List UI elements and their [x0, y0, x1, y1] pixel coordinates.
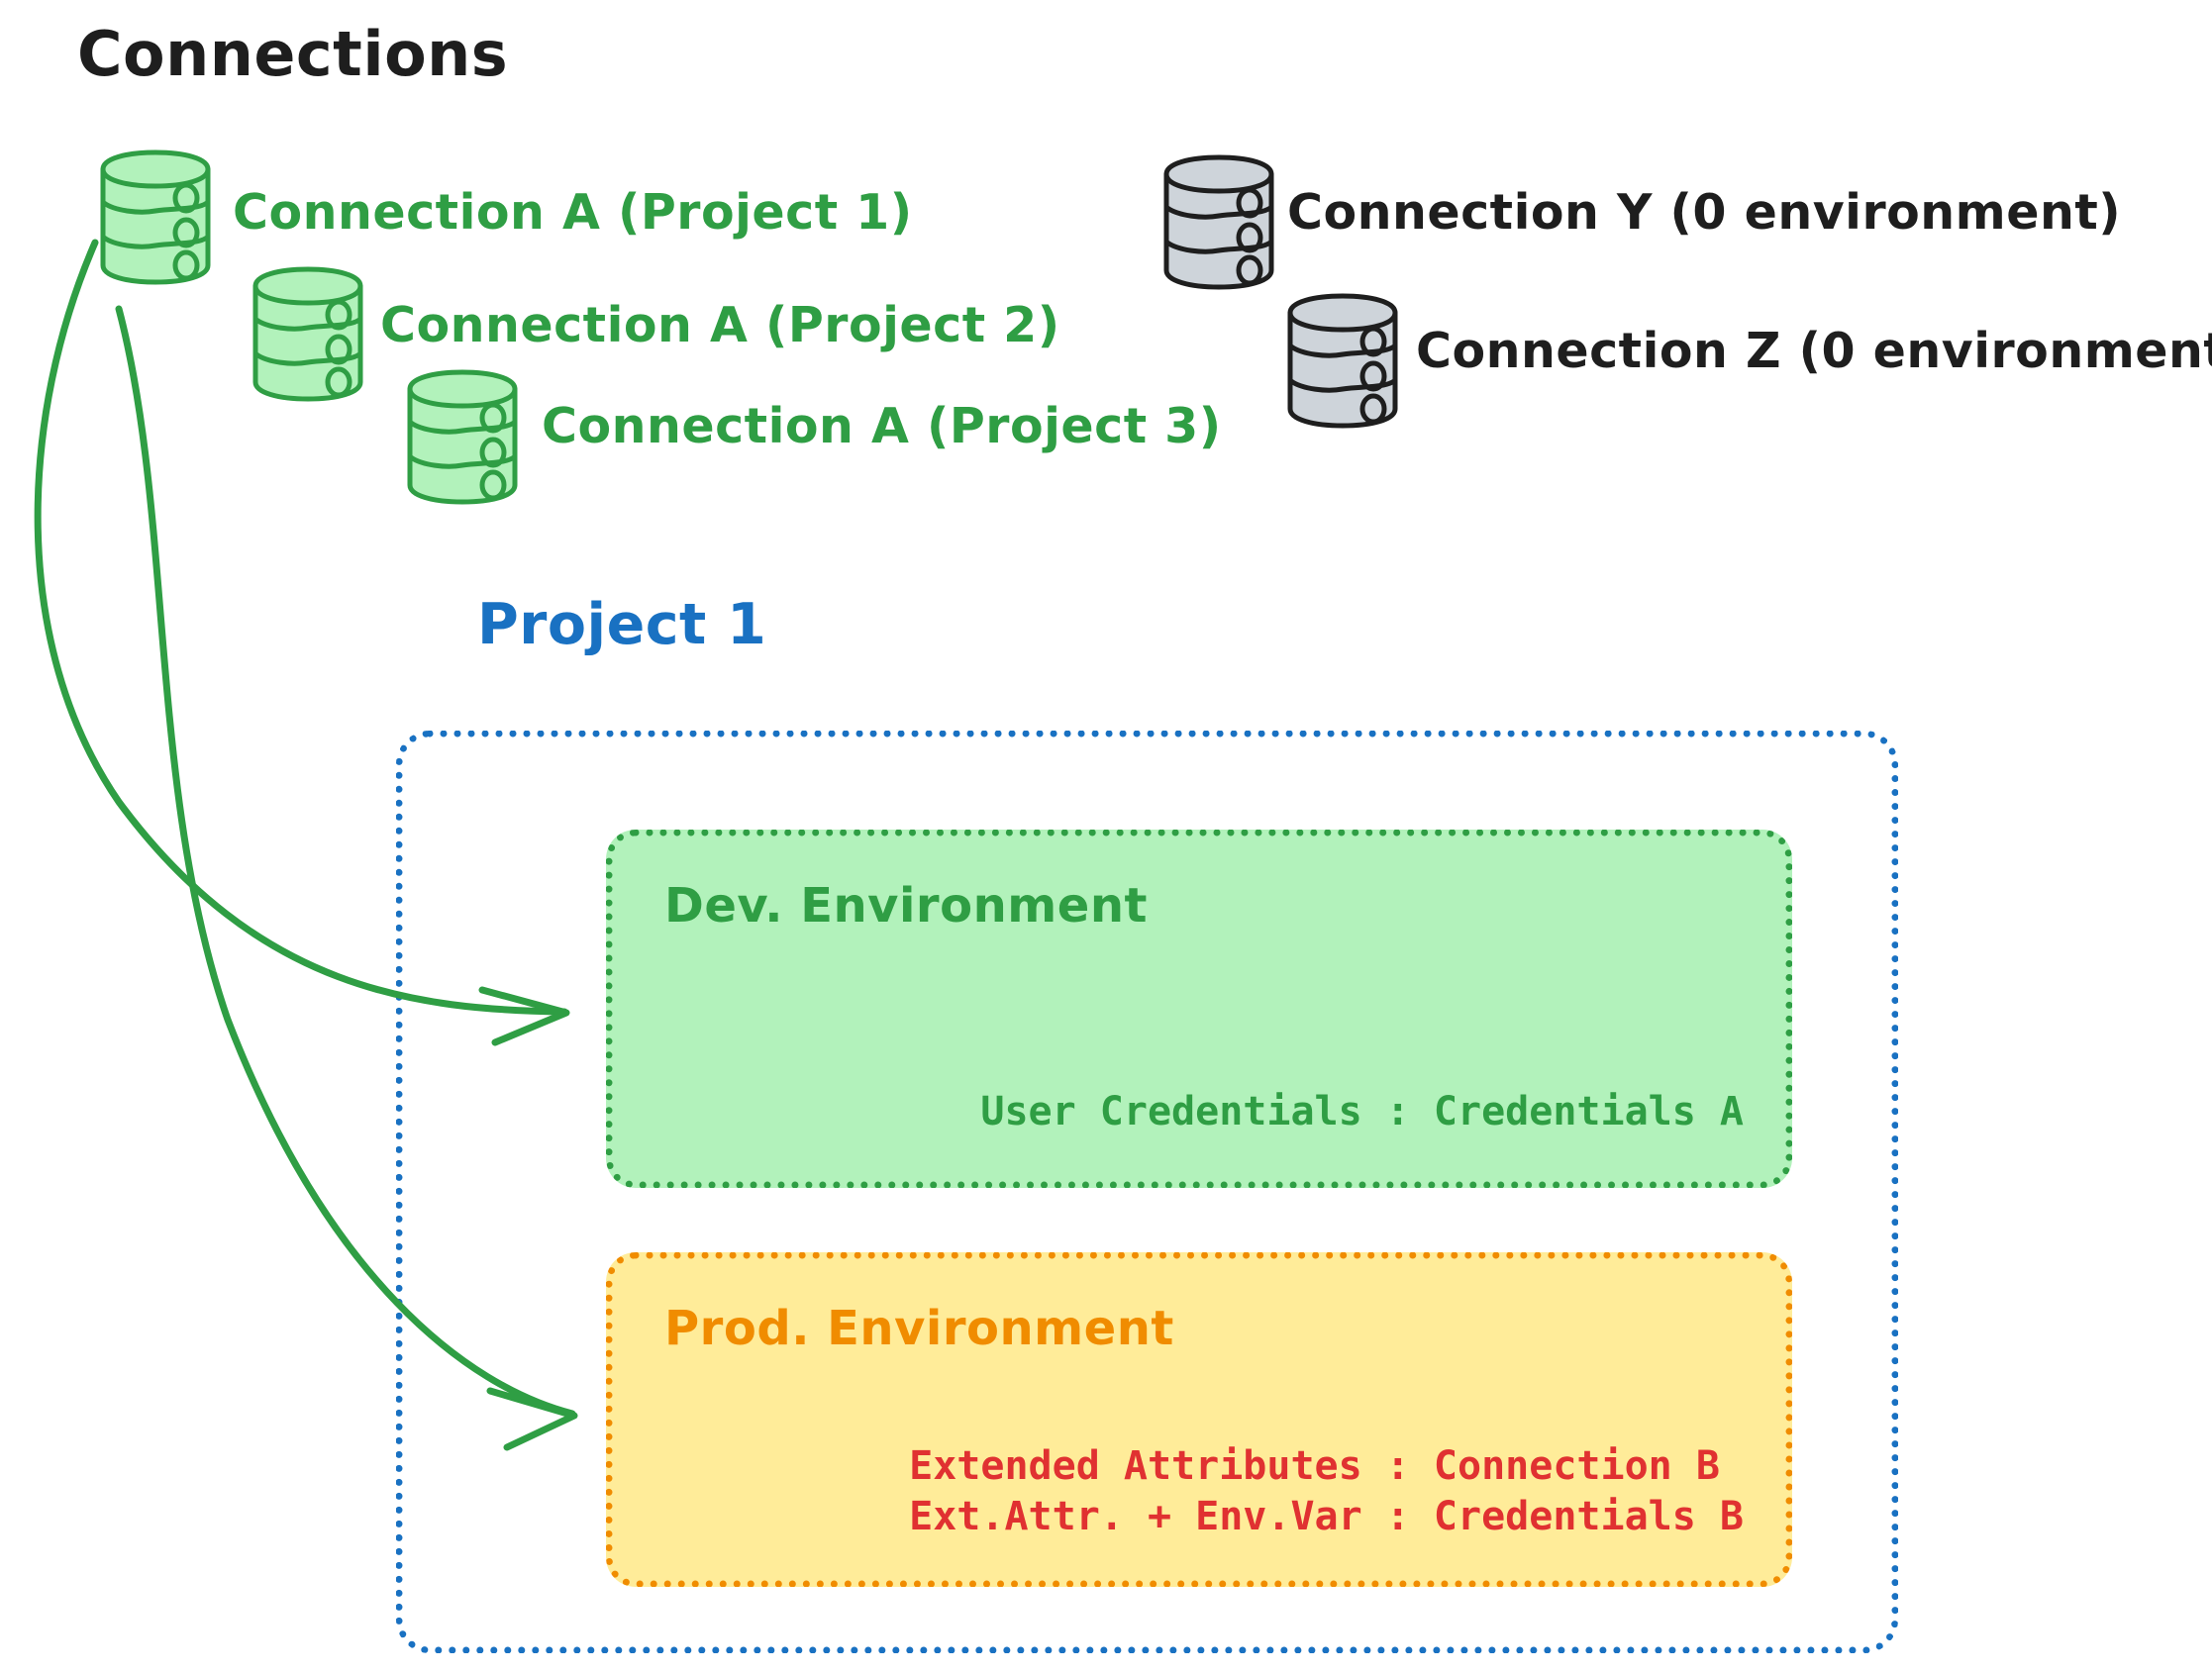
page-title: Connections	[77, 18, 509, 90]
database-icon-connection-a-project-3	[402, 368, 523, 507]
connection-label-z: Connection Z (0 environment)	[1416, 323, 2212, 379]
prod-environment-line-2: Ext.Attr. + Env.Var : Credentials B	[909, 1493, 1744, 1539]
connection-label-y: Connection Y (0 environment)	[1287, 184, 2122, 241]
dev-environment-line: User Credentials : Credentials A	[980, 1088, 1744, 1134]
connection-label-a-project-2: Connection A (Project 2)	[380, 297, 1060, 353]
prod-environment-line-1: Extended Attributes : Connection B	[909, 1442, 1720, 1489]
prod-environment-box: Prod. Environment Extended Attributes : …	[606, 1252, 1792, 1587]
prod-environment-title: Prod. Environment	[664, 1301, 1174, 1356]
dev-environment-box: Dev. Environment User Credentials : Cred…	[606, 830, 1792, 1188]
database-icon-connection-a-project-2	[248, 265, 368, 404]
database-icon-connection-y	[1158, 153, 1279, 292]
connection-label-a-project-1: Connection A (Project 1)	[233, 184, 913, 241]
database-icon-connection-z	[1282, 292, 1403, 431]
database-icon-connection-a-project-1	[95, 148, 216, 287]
prod-environment-details: Extended Attributes : Connection B Ext.A…	[909, 1441, 1744, 1542]
dev-environment-title: Dev. Environment	[664, 878, 1148, 934]
dev-environment-details: User Credentials : Credentials A	[980, 1087, 1744, 1137]
project-label: Project 1	[477, 592, 767, 657]
connection-label-a-project-3: Connection A (Project 3)	[542, 398, 1222, 454]
